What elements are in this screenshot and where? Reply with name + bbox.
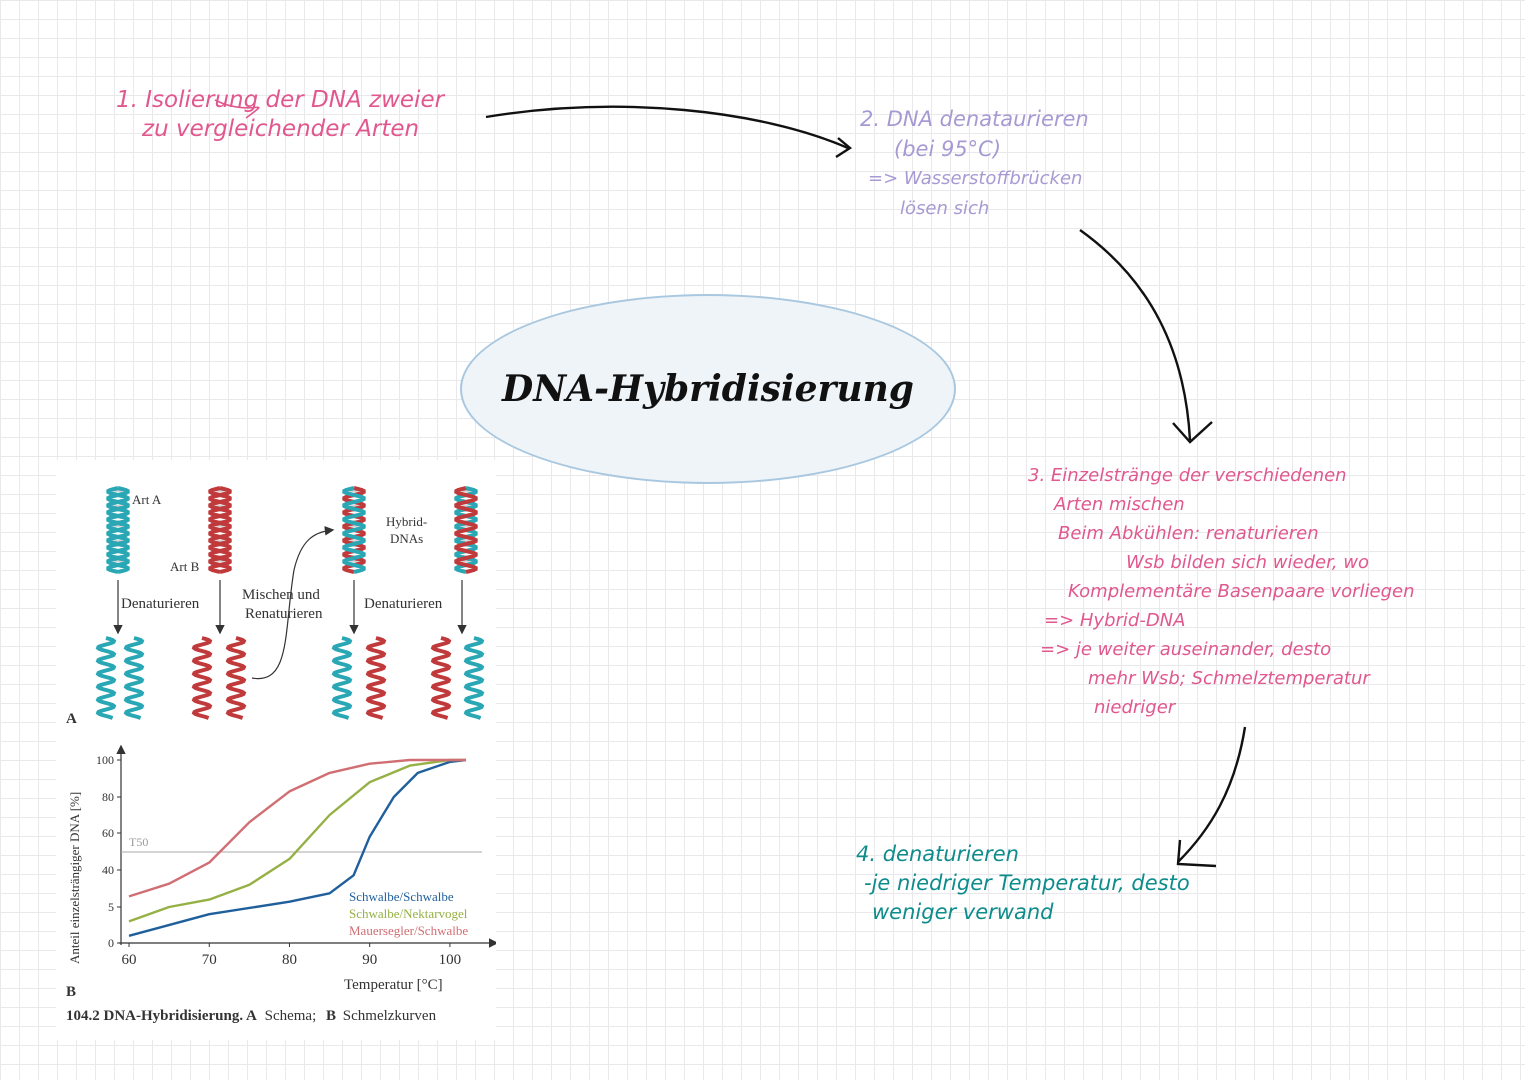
arrow-step2-to-step3 xyxy=(1079,229,1192,441)
arrow-step1-to-step2 xyxy=(485,105,849,150)
note-step3-line2: Arten mischen xyxy=(1054,494,1185,515)
note-step3: 3. Einzelstränge der verschiedenen Arten… xyxy=(1028,461,1414,722)
label-denaturieren-1: Denaturieren xyxy=(121,596,200,612)
chart-x-tick-label: 60 xyxy=(122,952,137,968)
series-line-3 xyxy=(128,758,466,898)
helix-hybrid-2-strand-2 xyxy=(454,486,478,574)
chart-x-tick-label: 80 xyxy=(282,952,297,968)
helix-art-b xyxy=(208,486,232,574)
single-strand-3 xyxy=(191,636,213,720)
chart-ylabel: Anteil einzelsträngiger DNA [%] xyxy=(67,792,82,964)
chart-y-tick-label: 0 xyxy=(108,936,114,950)
note-step1-line2: zu vergleichender Arten xyxy=(142,115,420,142)
figure-caption: 104.2 DNA-Hybridisierung. A Schema; B Sc… xyxy=(66,1008,437,1024)
note-step4-line1: 4. denaturieren xyxy=(856,842,1019,866)
caption-b-bold: B xyxy=(326,1008,336,1024)
single-strand-5 xyxy=(331,636,353,720)
chart-xlabel: Temperatur [°C] xyxy=(344,977,443,993)
note-step3-line7: => je weiter auseinander, desto xyxy=(1040,639,1332,660)
title-ellipse xyxy=(460,294,956,484)
textbook-figure: Art A Art B Hybrid- DNAs Denaturieren Mi… xyxy=(56,460,496,1040)
note-step3-line5: Komplementäre Basenpaare vorliegen xyxy=(1068,581,1415,602)
single-strand-8 xyxy=(463,636,485,720)
caption-a: Schema; xyxy=(265,1008,317,1024)
chart-x-tick-label: 100 xyxy=(439,952,462,968)
note-step1-line1: 1. Isolierung der DNA zweier xyxy=(116,87,445,113)
helix-art-b-strand-2 xyxy=(208,486,232,574)
label-denaturieren-2: Denaturieren xyxy=(364,596,443,612)
page-title: DNA-Hybridisierung xyxy=(502,368,914,410)
note-step2: 2. DNA denataurieren (bei 95°C) => Wasse… xyxy=(860,104,1089,224)
figure-graphic: Art A Art B Hybrid- DNAs Denaturieren Mi… xyxy=(66,486,496,1024)
label-hybrid-2: DNAs xyxy=(390,531,423,546)
label-hybrid-1: Hybrid- xyxy=(386,514,427,529)
arrowhead-step3 xyxy=(1172,421,1213,444)
helix-art-a-strand-2 xyxy=(106,486,130,574)
helix-hybrid-2 xyxy=(454,486,478,574)
series-line-2 xyxy=(128,758,466,923)
chart-y-tick-label: 60 xyxy=(102,826,114,840)
note-step4: 4. denaturieren -je niedriger Temperatur… xyxy=(856,840,1190,927)
caption-bold: 104.2 DNA-Hybridisierung. A xyxy=(66,1008,257,1024)
note-step3-line4: Wsb bilden sich wieder, wo xyxy=(1126,552,1370,573)
caption-b: Schmelzkurven xyxy=(343,1008,437,1024)
note-step2-line4: lösen sich xyxy=(900,198,990,219)
panel-label-a: A xyxy=(66,711,77,727)
note-step4-line2: -je niedriger Temperatur, desto xyxy=(864,871,1190,895)
schema-panel xyxy=(95,486,485,720)
underline-isolierung xyxy=(214,99,260,119)
label-art-a: Art A xyxy=(132,492,162,507)
label-mischen-1: Mischen und xyxy=(242,587,320,603)
note-step3-line9: niedriger xyxy=(1094,697,1176,718)
legend-entry-3: Mauersegler/Schwalbe xyxy=(349,923,468,938)
single-strand-6 xyxy=(365,636,387,720)
helix-art-a xyxy=(106,486,130,574)
chart-y-tick-label: 100 xyxy=(96,753,114,767)
mischen-arrow xyxy=(251,526,335,680)
series-line-1 xyxy=(128,758,467,937)
note-step2-line2: (bei 95°C) xyxy=(894,137,1002,161)
chart-x-tick-label: 90 xyxy=(362,952,377,968)
helix-hybrid-1 xyxy=(342,486,366,574)
single-strand-2 xyxy=(123,636,145,720)
arrowhead-step2 xyxy=(835,137,853,159)
label-art-b: Art B xyxy=(170,559,200,574)
label-mischen-2: Renaturieren xyxy=(245,606,323,622)
note-step2-line3: => Wasserstoffbrücken xyxy=(868,168,1083,189)
helix-hybrid-1-strand-2 xyxy=(342,486,366,574)
note-step2-line1: 2. DNA denataurieren xyxy=(860,107,1089,131)
arrow-step3-to-step4 xyxy=(1177,726,1247,863)
panel-label-b: B xyxy=(66,984,76,1000)
single-strand-4 xyxy=(225,636,247,720)
note-step4-line3: weniger verwand xyxy=(872,900,1054,924)
chart-y-tick-label: 40 xyxy=(102,863,114,877)
legend-entry-2: Schwalbe/Nektarvogel xyxy=(349,906,468,921)
chart-t50-label: T50 xyxy=(129,835,148,849)
note-step3-line6: => Hybrid-DNA xyxy=(1044,610,1186,631)
legend-entry-1: Schwalbe/Schwalbe xyxy=(349,889,454,904)
chart-x-tick-label: 70 xyxy=(202,952,217,968)
note-step3-line8: mehr Wsb; Schmelztemperatur xyxy=(1088,668,1370,689)
chart-y-tick-label: 5 xyxy=(108,900,114,914)
chart-y-tick-label: 80 xyxy=(102,790,114,804)
note-step1: 1. Isolierung der DNA zweier zu vergleic… xyxy=(116,86,444,144)
note-step3-line1: 3. Einzelstränge der verschiedenen xyxy=(1028,465,1347,486)
note-step3-line3: Beim Abkühlen: renaturieren xyxy=(1058,523,1319,544)
single-strand-1 xyxy=(95,636,117,720)
arrowhead-step4 xyxy=(1176,839,1217,868)
single-strand-7 xyxy=(430,636,452,720)
